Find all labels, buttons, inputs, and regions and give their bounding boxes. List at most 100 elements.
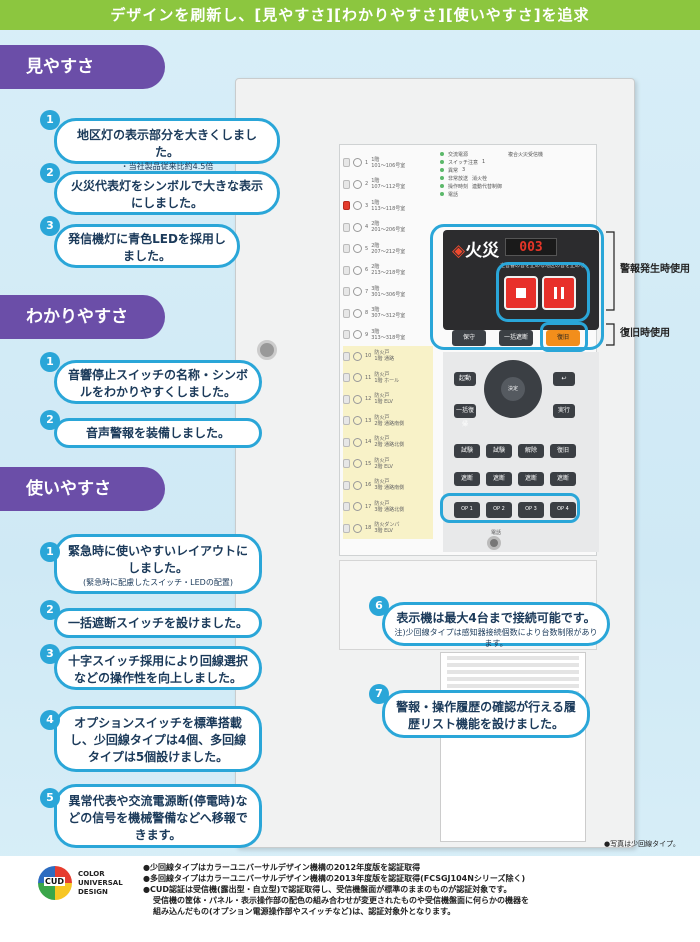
function-key[interactable]: 試験 — [486, 444, 512, 458]
zone-name: 防火戸 — [374, 436, 390, 443]
top-banner: デザインを刷新し、[見やすさ][わかりやすさ][使いやすさ]を追求 — [0, 0, 700, 30]
zone-name: 防火戸 — [374, 414, 390, 421]
label-alarm-use: 警報発生時使用 — [620, 264, 690, 275]
callout-number: 4 — [40, 710, 60, 730]
zone-led-icon — [343, 179, 350, 189]
zone-name: 3階 — [371, 328, 380, 335]
back-button[interactable]: ↩ — [553, 372, 575, 386]
note-line: ●少回線タイプはカラーユニバーサルデザイン機構の2012年度版を認証取得 — [143, 863, 421, 872]
zone-number-icon — [353, 179, 362, 189]
zone-detail: 3階 ELV — [374, 528, 393, 535]
callout-number: 5 — [40, 788, 60, 808]
photo-note: ●写真は少回線タイプ。 — [604, 840, 680, 848]
function-key[interactable]: 遮断 — [518, 472, 544, 486]
note-line: ●CUD認証は受信機(露出型・自立型)で認証取得し、受信機盤面が標準のままのもの… — [143, 885, 512, 894]
zone-number: 6 — [365, 267, 369, 274]
function-key[interactable]: 遮断 — [486, 472, 512, 486]
phone-jack-icon — [487, 536, 501, 550]
function-key[interactable]: 試験 — [454, 444, 480, 458]
status-led-icon — [440, 168, 444, 172]
execute-button[interactable]: 実行 — [553, 404, 575, 418]
fire-representative-lamp: ◈火災 — [452, 241, 500, 261]
callout-number: 1 — [40, 110, 60, 130]
function-key[interactable]: 解除 — [518, 444, 544, 458]
stop-icon — [516, 288, 526, 298]
zone-name: 1階 — [371, 178, 380, 185]
zone-name: 2階 — [371, 242, 380, 249]
cross-switch-dpad[interactable]: 決定 — [484, 360, 542, 418]
zone-name: 防火戸 — [374, 350, 390, 357]
callout-mi-3: 発信機灯に青色LEDを採用しました。 — [54, 224, 240, 268]
zone-number-icon — [353, 287, 362, 297]
zone-number-icon — [353, 373, 362, 383]
zone-number: 7 — [365, 288, 369, 295]
callout-tsu-5: 異常代表や交流電源断(停電時)などの信号を機械警備などへ移報できます。 — [54, 784, 262, 848]
zone-detail: 101〜106号室 — [371, 162, 406, 169]
zone-led-icon — [343, 222, 350, 232]
highlight-ring-stop — [496, 262, 590, 322]
zone-name: 防火戸 — [374, 393, 390, 400]
zone-number: 13 — [365, 417, 372, 424]
option-switch-button[interactable]: OP 2 — [486, 502, 512, 518]
status-led-icon — [440, 184, 444, 188]
certification-notes: ●少回線タイプはカラーユニバーサルデザイン機構の2012年度版を認証取得 ●多回… — [143, 862, 693, 917]
zone-led-icon — [343, 437, 350, 447]
zone-sound-stop-button[interactable] — [542, 276, 576, 310]
maintenance-button[interactable]: 保守 — [452, 330, 486, 346]
note-line: ●多回線タイプはカラーユニバーサルデザイン機構の2013年度版を認証取得(FCS… — [143, 874, 526, 883]
zone-detail: 2階 ELV — [374, 463, 393, 470]
start-button[interactable]: 起動 — [454, 372, 476, 386]
callout-number: 6 — [369, 596, 389, 616]
bulk-return-button[interactable]: 一括復帰 — [454, 404, 476, 428]
callout-tsu-1: 緊急時に使いやすいレイアウトにしました。 (緊急時に配慮したスイッチ・LEDの配… — [54, 534, 262, 594]
zone-led-icon — [343, 158, 350, 168]
status-row: 交流電源複合火災受信機 — [440, 150, 590, 158]
dpad-center-button[interactable]: 決定 — [501, 377, 525, 401]
option-switch-button[interactable]: OP 3 — [518, 502, 544, 518]
zone-number-icon — [353, 158, 362, 168]
zone-number-icon — [353, 222, 362, 232]
callout-tsu-2: 一括遮断スイッチを設けました。 — [54, 608, 262, 638]
zone-number-icon — [353, 330, 362, 340]
zone-number-icon — [353, 308, 362, 318]
zone-led-icon — [343, 287, 350, 297]
main-sound-stop-button[interactable] — [504, 276, 538, 310]
bulk-cutoff-button[interactable]: 一括遮断 — [499, 330, 533, 346]
zone-number-icon — [353, 416, 362, 426]
zone-name: 防火戸 — [374, 371, 390, 378]
function-key[interactable]: 遮断 — [454, 472, 480, 486]
zone-name: 3階 — [371, 285, 380, 292]
function-key[interactable]: 復旧 — [550, 444, 576, 458]
zone-led-icon — [343, 244, 350, 254]
function-key[interactable]: 遮断 — [550, 472, 576, 486]
option-switch-button[interactable]: OP 4 — [550, 502, 576, 518]
zone-number: 4 — [365, 224, 369, 231]
zone-number: 16 — [365, 482, 372, 489]
zone-detail: 2階 通路北側 — [374, 442, 405, 449]
note-line: 受信機の筐体・パネル・表示操作部の配色の組み合わせが変更されたものや受信機盤面に… — [153, 896, 529, 905]
flame-icon: ◈ — [452, 241, 466, 261]
zone-number: 15 — [365, 460, 372, 467]
status-led-icon — [440, 152, 444, 156]
zone-detail: 1階 ホール — [374, 377, 400, 384]
zone-number-icon — [353, 201, 362, 211]
restore-button[interactable]: 復旧 — [546, 330, 580, 346]
cud-logo-text: COLOR UNIVERSAL DESIGN — [78, 870, 123, 896]
zone-number-icon — [353, 459, 362, 469]
note-line: 組み込んだもの(オプション電源操作部やスイッチなど)は、認証対象外となります。 — [153, 907, 456, 916]
zone-detail: 207〜212号室 — [371, 248, 406, 255]
status-row: 操作時刻連動代替制御 — [440, 182, 590, 190]
option-switch-button[interactable]: OP 1 — [454, 502, 480, 518]
highlight-ring-options — [440, 493, 580, 523]
zone-number: 1 — [365, 159, 369, 166]
zone-led-icon — [343, 201, 350, 211]
zone-name: 2階 — [371, 221, 380, 228]
